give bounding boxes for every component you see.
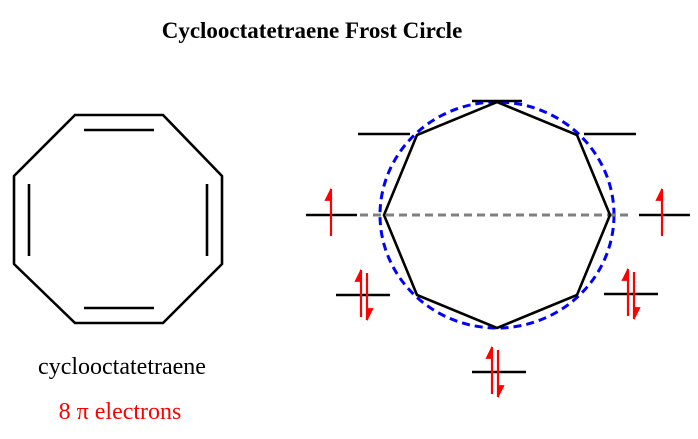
electrons bbox=[324, 187, 664, 399]
frost-diagram bbox=[306, 99, 690, 399]
page-title: Cyclooctatetraene Frost Circle bbox=[161, 18, 463, 43]
energy-levels bbox=[306, 99, 690, 374]
electron-count: 8 π electrons bbox=[58, 399, 182, 425]
cot-ring bbox=[12, 113, 224, 325]
frost-octagon bbox=[382, 100, 612, 330]
molecule-name: cyclooctatetraene bbox=[38, 354, 206, 380]
cyclooctatetraene-structure bbox=[12, 113, 224, 325]
